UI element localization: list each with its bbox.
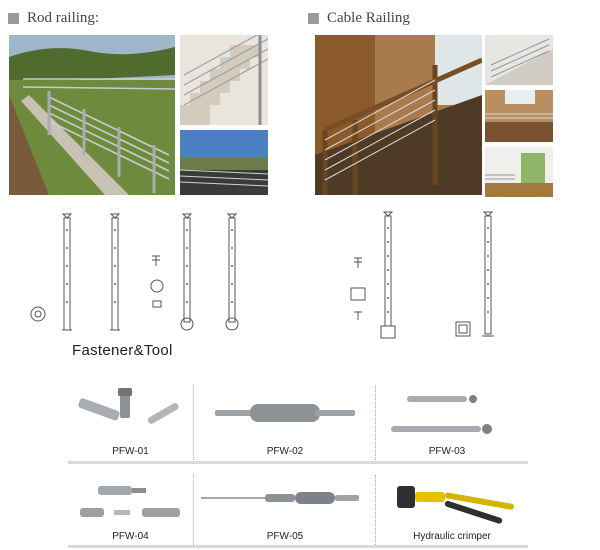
tool-label: PFW-05 <box>266 531 304 542</box>
cable-post-drawing <box>380 211 396 339</box>
tool-cell-pfw-01: PFW-01 <box>68 388 193 460</box>
tool-label: PFW-04 <box>112 531 149 542</box>
grid-divider <box>193 385 194 460</box>
section-square-icon <box>8 13 19 24</box>
pfw-03-terminal-icon <box>391 395 492 434</box>
pfw-02-turnbuckle-icon <box>215 404 355 422</box>
row-divider <box>68 545 528 548</box>
round-base-detail-icon <box>30 306 46 322</box>
tool-cell-pfw-02: PFW-02 <box>195 388 375 460</box>
pfw-01-fitting-icon <box>78 388 179 424</box>
post-drawings <box>30 211 494 339</box>
tool-label: PFW-01 <box>112 446 149 457</box>
tool-cell-pfw-05: PFW-05 <box>195 478 375 548</box>
grid-divider <box>375 475 376 545</box>
grid-divider <box>375 385 376 460</box>
tool-cell-pfw-03: PFW-03 <box>377 388 517 460</box>
connector-detail-icon <box>150 255 164 308</box>
fastener-tool-title: Fastener&Tool <box>72 342 173 359</box>
cable-railing-header: Cable Railing <box>308 10 410 27</box>
tool-label: Hydraulic crimper <box>413 531 491 542</box>
tool-label: PFW-03 <box>428 446 466 457</box>
rod-railing-header: Rod railing: <box>8 10 99 27</box>
pfw-05-cable-assembly-icon <box>201 492 359 504</box>
rod-railing-photo-garden <box>9 35 175 195</box>
grid-divider <box>193 475 194 545</box>
hydraulic-crimper-icon <box>397 486 514 524</box>
rod-railing-photo-stairs <box>180 35 268 125</box>
pfw-04-stud-icon <box>80 486 180 517</box>
section-square-icon <box>308 13 319 24</box>
rod-post-drawing <box>61 213 73 331</box>
cable-railing-photo-landing <box>485 147 553 197</box>
cable-post-drawing <box>482 211 494 337</box>
rod-post-drawing <box>225 213 239 331</box>
cable-railing-photo-loft <box>485 90 553 142</box>
row-divider <box>68 461 528 464</box>
rod-railing-title: Rod railing: <box>27 10 100 26</box>
rod-post-drawing <box>180 213 194 331</box>
cable-railing-photo-stair <box>485 35 553 85</box>
cable-railing-title: Cable Railing <box>327 10 410 26</box>
tool-label: PFW-02 <box>266 446 304 457</box>
rod-railing-photo-balcony <box>180 130 268 195</box>
cable-railing-photo-interior <box>315 35 482 195</box>
rod-post-drawing <box>109 213 121 331</box>
square-base-detail-icon <box>455 321 471 337</box>
tool-cell-pfw-04: PFW-04 <box>68 478 193 548</box>
cable-fitting-detail-icon <box>350 257 366 320</box>
tool-cell-hydraulic-crimper: Hydraulic crimper <box>377 478 527 548</box>
